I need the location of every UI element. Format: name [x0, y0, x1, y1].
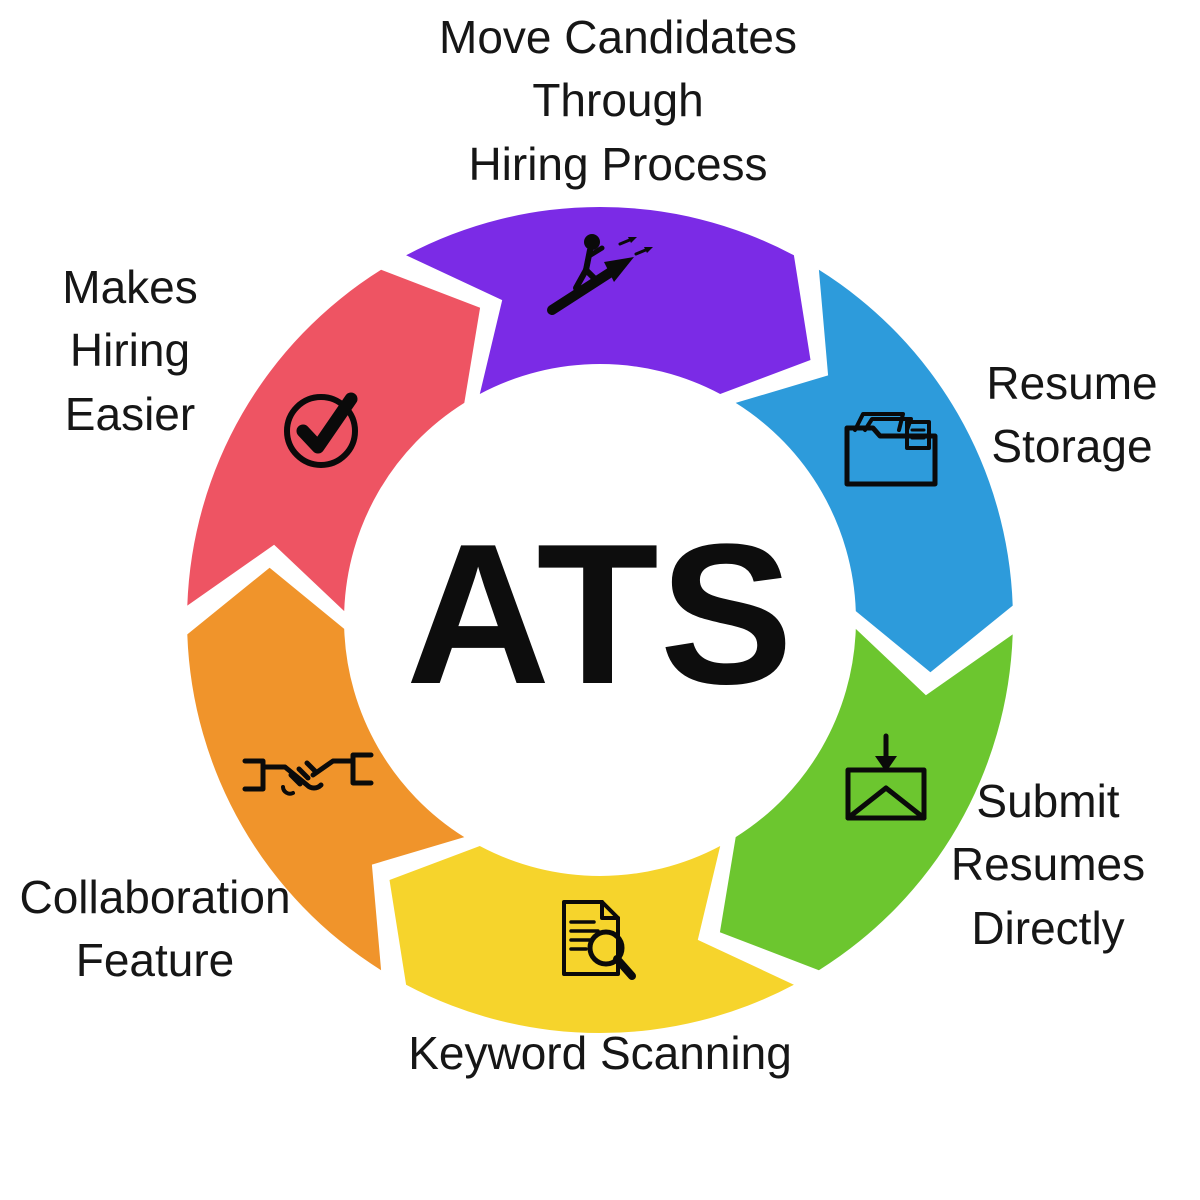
- label-line: Storage: [991, 420, 1153, 473]
- label-line: Hiring: [69, 324, 191, 377]
- segment-makes-hiring-easier: [187, 269, 481, 612]
- label-line: Move Candidates: [439, 11, 797, 63]
- person-climbing-arrow-icon: [542, 230, 658, 326]
- label-line: Resumes: [950, 838, 1146, 891]
- label-line: Hiring Process: [468, 137, 768, 190]
- handshake-icon: [241, 735, 375, 821]
- resume-folder-icon: [841, 406, 945, 490]
- checkmark-icon: [275, 379, 373, 477]
- label-line: Submit: [976, 775, 1120, 827]
- label-line: Feature: [75, 934, 235, 987]
- label-line: Directly: [971, 901, 1125, 954]
- segment-move-candidates: [406, 206, 811, 394]
- envelope-download-icon: [840, 730, 932, 826]
- center-title: ATS: [405, 503, 795, 726]
- segment-resume-storage: [735, 269, 1013, 673]
- document-search-icon: [550, 896, 642, 988]
- label-line: Through: [532, 74, 704, 127]
- label-keyword-scanning: Keyword Scanning: [408, 1022, 792, 1085]
- label-line: Easier: [64, 387, 196, 440]
- label-line: Keyword Scanning: [408, 1027, 792, 1079]
- label-resume-storage: Resume Storage: [986, 352, 1157, 479]
- label-submit-resumes: Submit Resumes Directly: [951, 770, 1145, 960]
- label-makes-hiring-easier: Makes Hiring Easier: [62, 256, 197, 446]
- segment-submit-resumes: [719, 628, 1013, 971]
- label-line: Makes: [62, 261, 198, 313]
- label-collaboration-feature: Collaboration Feature: [19, 866, 290, 993]
- label-line: Resume: [986, 357, 1158, 409]
- label-move-candidates: Move Candidates Through Hiring Process: [439, 6, 797, 196]
- label-line: Collaboration: [19, 871, 291, 923]
